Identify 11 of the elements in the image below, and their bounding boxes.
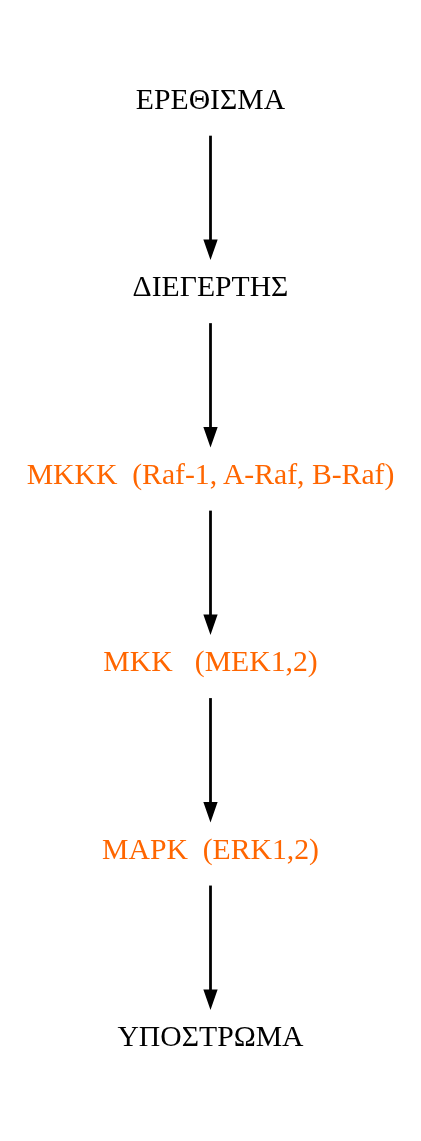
node-text: ΔΙΕΓΕΡΤΗΣ	[132, 270, 289, 303]
arrow	[203, 323, 218, 448]
arrow	[203, 885, 218, 1010]
arrow	[203, 698, 218, 823]
arrow	[203, 135, 218, 260]
node-text: MKK (MEK1,2)	[103, 645, 318, 678]
node-text: MKKK (Raf-1, A-Raf, B-Raf)	[26, 457, 395, 490]
node-text: MAPK (ERK1,2)	[102, 832, 319, 865]
node-text: ΥΠΟΣΤΡΩΜΑ	[117, 1020, 304, 1053]
arrow	[203, 510, 218, 635]
node-text: ΕΡΕΘΙΣΜΑ	[135, 82, 286, 115]
